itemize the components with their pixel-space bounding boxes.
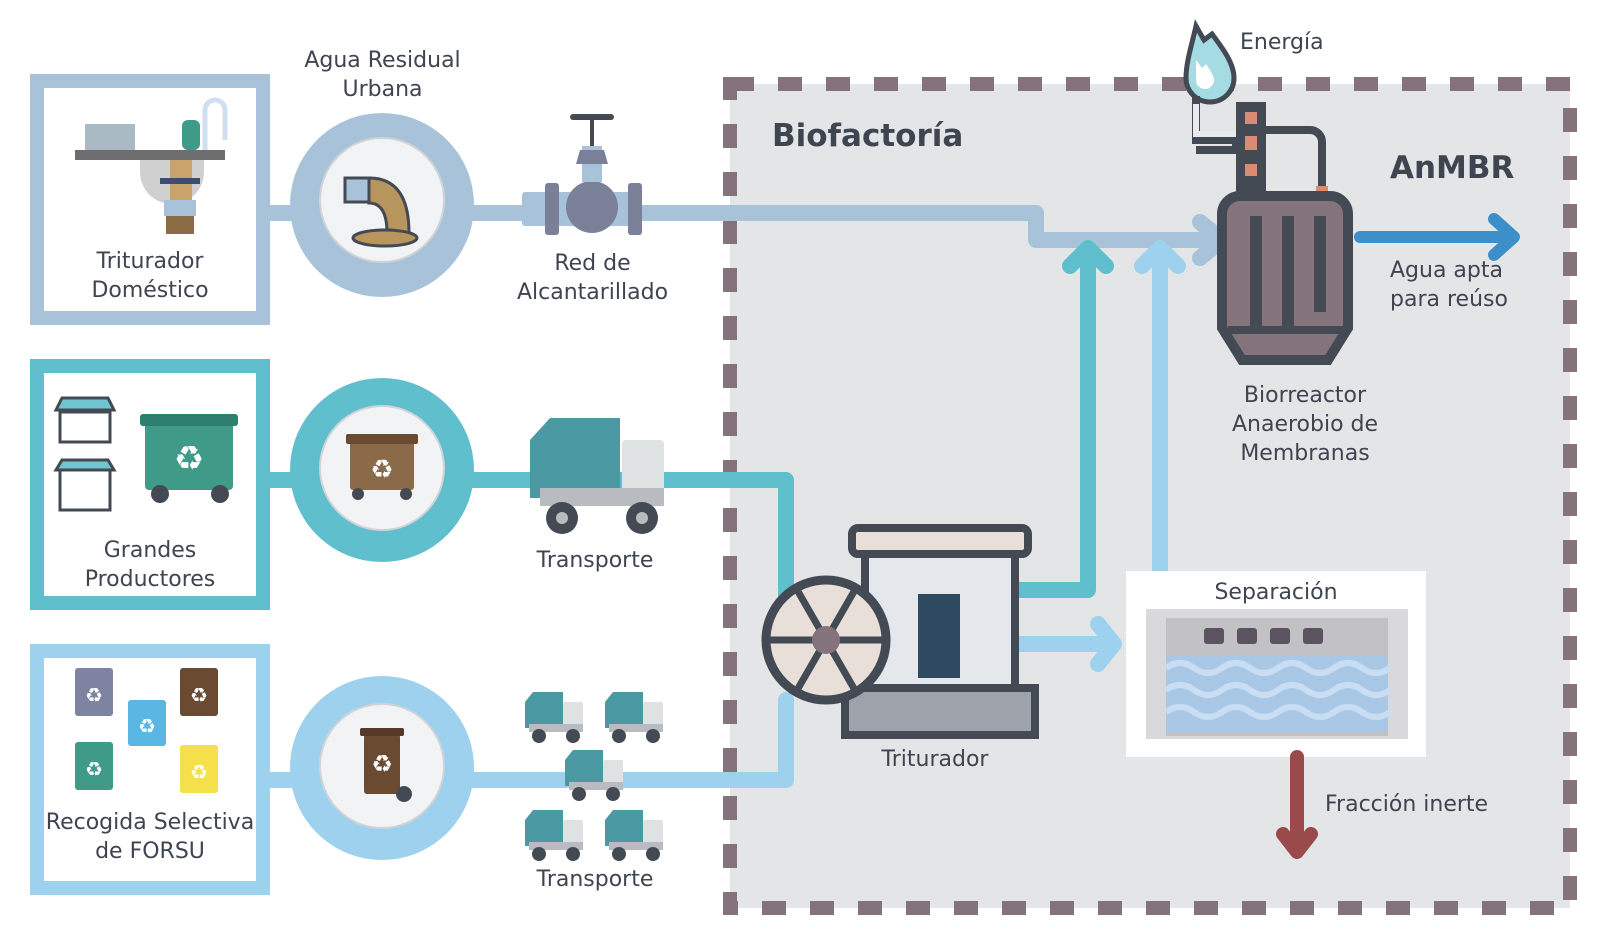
output-water-label: Agua apta para reúso <box>1390 258 1508 312</box>
svg-text:♻: ♻ <box>138 714 156 738</box>
transport-label-fleet: Transporte <box>536 867 654 892</box>
small-truck-icon <box>605 692 663 743</box>
hub-row2: ♻ <box>290 378 474 562</box>
transport-label-truck: Transporte <box>536 548 654 573</box>
biofactoria-title: Biofactoría <box>772 118 964 154</box>
transport-label-sewer: Red de Alcantarillado <box>516 251 669 305</box>
kitchen-sink-disposer-icon <box>75 97 228 234</box>
truck-fleet-icon <box>525 692 663 861</box>
shops-and-container-icon: ♻ <box>53 396 238 512</box>
inert-fraction-label: Fracción inerte <box>1325 792 1489 817</box>
garbage-truck-icon <box>530 418 664 534</box>
energy-label: Energía <box>1240 30 1324 55</box>
energy-flame-icon <box>1183 19 1237 105</box>
small-truck-icon <box>605 810 663 861</box>
small-truck-icon <box>525 810 583 861</box>
svg-text:♻: ♻ <box>371 750 393 778</box>
source-label-domestic: Triturador Doméstico <box>91 249 209 303</box>
hub-row3: ♻ <box>290 676 474 860</box>
output-water-arrow <box>1354 213 1520 261</box>
svg-text:♻: ♻ <box>190 760 208 784</box>
small-truck-icon <box>565 750 623 801</box>
anmbr-label: Biorreactor Anaerobio de Membranas <box>1231 383 1379 466</box>
separation-label: Separación <box>1214 580 1338 605</box>
crusher-label: Triturador <box>881 747 989 772</box>
svg-text:♻: ♻ <box>190 683 208 707</box>
valve-icon <box>522 114 642 235</box>
biofactoria-boundary <box>723 77 1577 915</box>
hub-row1 <box>290 113 474 297</box>
svg-text:♻: ♻ <box>174 439 204 479</box>
small-truck-icon <box>525 692 583 743</box>
brown-bin-icon: ♻ <box>360 728 412 802</box>
svg-text:♻: ♻ <box>370 455 393 485</box>
separation-tank-icon <box>1146 609 1408 739</box>
sewage-pipe-icon <box>343 176 419 248</box>
anmbr-reactor-icon <box>1192 96 1353 365</box>
colored-bins-icon: ♻ ♻ ♻ ♻ ♻ <box>75 668 218 793</box>
source-label-forsu: Recogida Selectiva de FORSU <box>45 810 255 864</box>
anmbr-title: AnMBR <box>1390 150 1515 186</box>
crusher-icon <box>761 524 1039 739</box>
hub-label-wastewater: Agua Residual Urbana <box>304 48 461 102</box>
svg-text:♻: ♻ <box>85 683 103 707</box>
svg-text:♻: ♻ <box>85 757 103 781</box>
biofactoria-area <box>730 84 1570 908</box>
brown-container-icon: ♻ <box>346 434 418 500</box>
source-label-producers: Grandes Productores <box>84 538 216 592</box>
source-box-forsu <box>30 644 270 895</box>
inert-arrow <box>1276 750 1318 859</box>
